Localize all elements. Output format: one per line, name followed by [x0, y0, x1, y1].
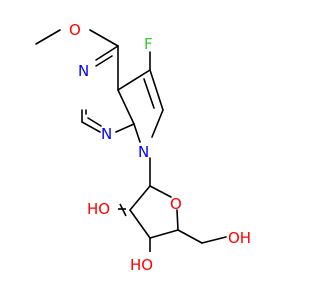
bond-methyl-oxygen	[35, 29, 61, 45]
bond-c5-c6	[149, 69, 164, 111]
stereo-hashes	[118, 203, 151, 252]
bond-c1prime-o4prime	[149, 185, 172, 198]
hydroxyl-5prime-label: OH	[228, 229, 251, 247]
bond-n1-c7a	[115, 123, 135, 133]
ring-nitrogen-top-label: N	[78, 62, 89, 80]
bond-n7-c7a	[133, 123, 141, 143]
ring-nitrogen-bottom-label: N	[101, 125, 112, 143]
bond-c5-c6-second	[143, 78, 155, 109]
bond-c2-n1-second	[87, 117, 102, 127]
furanose-oxygen-label: O	[170, 195, 182, 213]
fluorine-label: F	[144, 35, 153, 53]
hash-c2prime-oh-2	[119, 203, 127, 217]
bond-oxygen-c4	[89, 29, 119, 47]
bond-c4-n3	[95, 45, 119, 61]
bond-c4-n3-second	[95, 55, 113, 67]
methoxy-oxygen-label: O	[69, 21, 81, 39]
bond-o4prime-c4prime	[176, 209, 179, 231]
bond-c4a-c5	[117, 69, 151, 91]
molecule-structure: O N N N F O HO HO OH	[35, 21, 251, 274]
bonds	[35, 29, 227, 244]
bond-c6-n7	[151, 109, 164, 138]
pyrrole-nitrogen-label: N	[138, 143, 149, 161]
bond-c4prime-c5prime	[177, 229, 203, 244]
bond-c5prime-o5prime	[201, 236, 227, 244]
hydroxyl-2prime-label: HO	[87, 200, 110, 218]
bond-c2-n1	[81, 121, 101, 133]
bond-c4prime-c3prime	[149, 229, 179, 239]
hydroxyl-3prime-label: HO	[130, 256, 153, 274]
bond-c2prime-c1prime	[129, 185, 151, 211]
atom-labels: O N N N F O HO HO OH	[69, 21, 251, 274]
bond-c7a-c4a	[117, 89, 135, 125]
bond-c3prime-c2prime	[129, 209, 151, 239]
